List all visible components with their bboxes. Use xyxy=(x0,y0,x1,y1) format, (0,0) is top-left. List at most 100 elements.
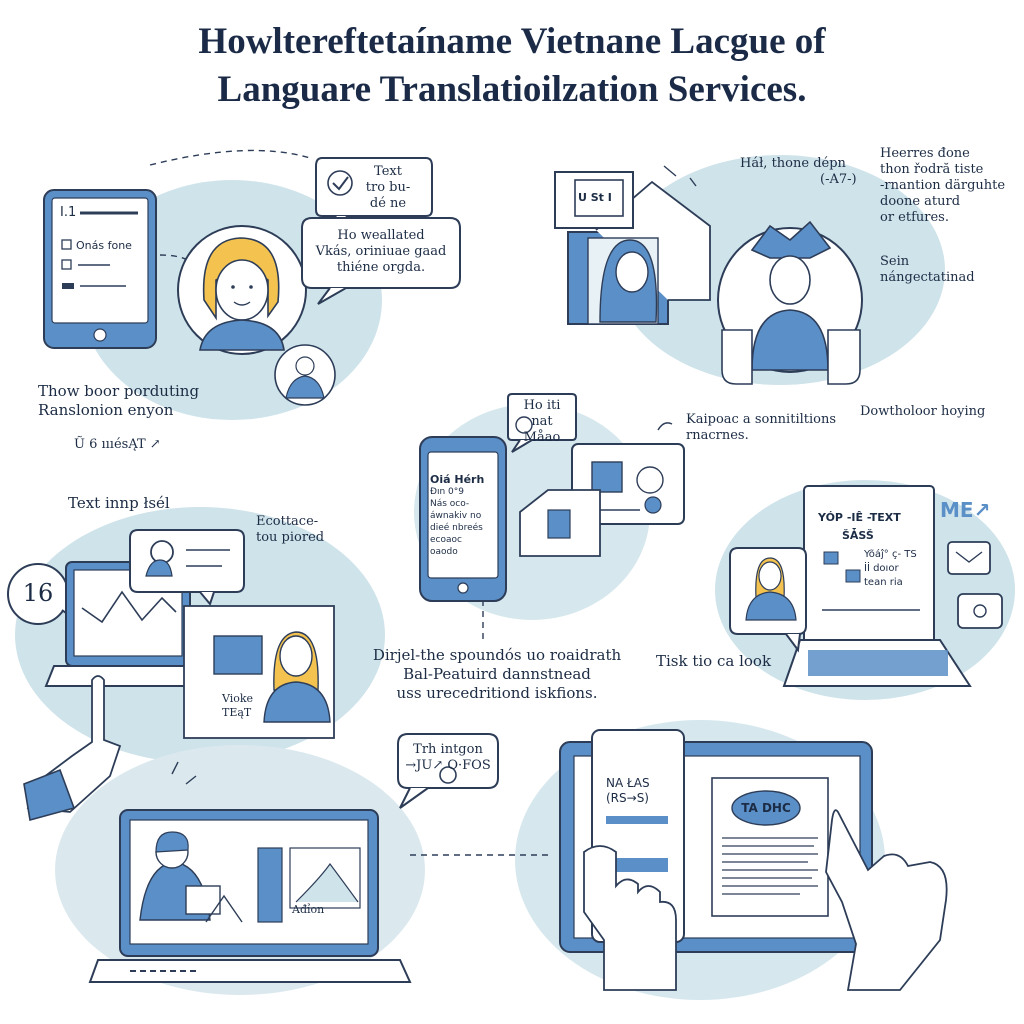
monitor-chart-caption: Ađỉon xyxy=(292,903,325,916)
connector-top-left xyxy=(149,149,311,166)
phone-caption-right-line: rnacrnes. xyxy=(686,428,749,443)
document-page xyxy=(711,777,829,917)
card-tail xyxy=(785,633,801,653)
like-icon xyxy=(845,569,861,583)
phone-screen-line: Đın 0°9 xyxy=(430,487,464,497)
crowned-caption-right-line: thon řodră tiste xyxy=(880,162,984,177)
bubble-main-line: Vkás, oriniuae gaad xyxy=(315,244,447,259)
chart-peak xyxy=(295,862,359,903)
crowned-caption-right-line: or etfures. xyxy=(880,210,949,225)
bubble-phone-text: Ho iti nat Måao xyxy=(510,398,574,446)
bubble-tail xyxy=(199,591,215,607)
bubble-laptop xyxy=(129,529,245,593)
crowned-caption-right-line: doone aturd xyxy=(880,194,961,209)
crowned-caption-right2-line: nángectatinad xyxy=(880,270,975,285)
portrait-face xyxy=(615,251,649,293)
connector-tablet-face xyxy=(159,254,201,271)
laptop-bubble-caption: Ecottace- tou piored xyxy=(256,514,324,546)
easel xyxy=(205,894,243,923)
chat-icon xyxy=(957,593,1003,629)
phone-screen-line: ecoaoc xyxy=(430,535,462,545)
crowned-caption-right2: Sein nángectatinad xyxy=(880,254,975,286)
laptop-right-panel xyxy=(729,485,1003,687)
sleeve xyxy=(23,768,76,822)
bubble-phone-line: Måao xyxy=(523,430,561,445)
photo-woman-face xyxy=(279,635,313,677)
laptop-right-line: tean ria xyxy=(864,577,903,588)
tablet-screen-label-1: I.1 xyxy=(60,205,77,220)
bubble-top-text: Text tro bu- dé ne xyxy=(350,164,426,212)
tablet-caption: Thow boor porduting Ranslonion enyon xyxy=(38,382,199,420)
sparkle xyxy=(663,165,677,177)
bubble-tail xyxy=(399,787,429,809)
chat-dot xyxy=(973,604,987,618)
side-card-title-line: (RS→S) xyxy=(606,791,649,805)
phone-caption-right: Kaipoac a sonnitiltions rnacrnes. xyxy=(686,412,836,444)
woman-body xyxy=(199,319,285,351)
phone-caption-bottom-line: Dirjel-the spoundós uo roaidrath xyxy=(372,646,622,664)
phone-caption-bottom-line: Bal-Peatuird dannstnead xyxy=(403,665,591,683)
tablet-screen xyxy=(51,197,149,324)
phone-screen-text: Oiá Hérh Đın 0°9 Nás oco- áwnakiv no die… xyxy=(430,474,496,558)
laptop-right-title: YÓP -IÊ -TEXT xyxy=(818,511,901,524)
badge-number: 16 xyxy=(22,579,54,607)
phone-screen-line: dieé nbreés xyxy=(430,523,483,533)
crowned-figure-panel xyxy=(554,171,863,385)
gear-icon xyxy=(644,496,662,514)
document-text-lines xyxy=(722,837,818,895)
document-badge-text: TA DHC xyxy=(741,801,791,815)
profile-face xyxy=(758,561,782,591)
bubble-monitor xyxy=(397,733,499,789)
laptop-chart-caption: Text innp łsél xyxy=(68,494,170,512)
small-avatar-body xyxy=(285,375,325,399)
phone-screen-line: Nás oco- xyxy=(430,499,470,509)
crowned-caption-left-line: (-A7-) xyxy=(820,172,857,187)
hand-pointing-right-icon xyxy=(825,809,948,991)
tablet-caption-line: Thow boor porduting xyxy=(38,382,200,400)
check-icon xyxy=(327,170,353,196)
hand-holding-icon xyxy=(583,845,677,991)
crowned-caption-left-line: Háł, thone dépn xyxy=(740,156,846,171)
mail-flap xyxy=(955,551,983,563)
mini-avatar xyxy=(145,559,173,577)
screen-bar xyxy=(62,283,74,289)
bubble-monitor-text: Trh intgon →JU↗ O·FOS xyxy=(400,742,496,774)
side-card-title: NA ŁAS (RS→S) xyxy=(606,776,650,806)
laptop-right-caption: Tisk tio ca look xyxy=(656,652,772,670)
sparkle xyxy=(689,177,697,187)
bubble-phone-line: Ho iti xyxy=(523,398,561,413)
bubble-top-line: dé ne xyxy=(369,196,407,211)
bubble-main-left xyxy=(301,217,461,289)
screen-checkbox xyxy=(61,239,72,250)
crowned-caption-right2-line: Sein xyxy=(880,254,910,269)
globe-icon xyxy=(636,466,664,494)
book-label-text: U St I xyxy=(578,191,612,204)
tablet-home-button xyxy=(93,328,107,342)
phone-caption-bottom-line: uss urecedritiond iskfions. xyxy=(396,684,598,702)
photo-text: Vioke TEąT xyxy=(222,692,253,720)
title-line-2: Languare Translatioilzation Services. xyxy=(217,69,807,110)
crown-icon xyxy=(750,220,832,259)
column-bar xyxy=(257,847,283,923)
photo-woman-body xyxy=(263,681,331,723)
tablet-bottom-panel xyxy=(559,729,948,991)
phone-screen-line: Oiá Hérh xyxy=(430,473,485,486)
title-line-1: Howltereftetaíname Vietnane Lacgue of xyxy=(198,21,826,62)
laptop-right-sub: ŠǠSŠ xyxy=(842,529,874,542)
bubble-phone-line: nat xyxy=(531,414,553,429)
phone-caption-right-line: Kaipoac a sonnitiltions xyxy=(686,412,837,427)
document-badge xyxy=(731,790,801,826)
tablet-screen-label-2: Onás fone xyxy=(76,239,132,252)
phone-panel xyxy=(419,393,685,602)
chart-line xyxy=(81,590,177,624)
keyboard-keys xyxy=(808,650,948,676)
laptop-right-lines: Yõáĵ° ç- TS İİ doıor tean ria xyxy=(864,548,917,590)
bubble-main-text: Ho weallated Vkás, oriniuae gaad thiéne … xyxy=(306,228,456,276)
woman-eye xyxy=(231,285,235,289)
woman-face xyxy=(215,259,269,321)
side-card-title-line: NA ŁAS xyxy=(606,776,650,790)
page-title: Howltereftetaíname Vietnane Lacgue of La… xyxy=(0,18,1024,114)
screen-checkbox xyxy=(61,259,72,270)
crowned-caption-left: Háł, thone dépn (-A7-) xyxy=(740,156,857,188)
building-icon xyxy=(591,461,623,493)
